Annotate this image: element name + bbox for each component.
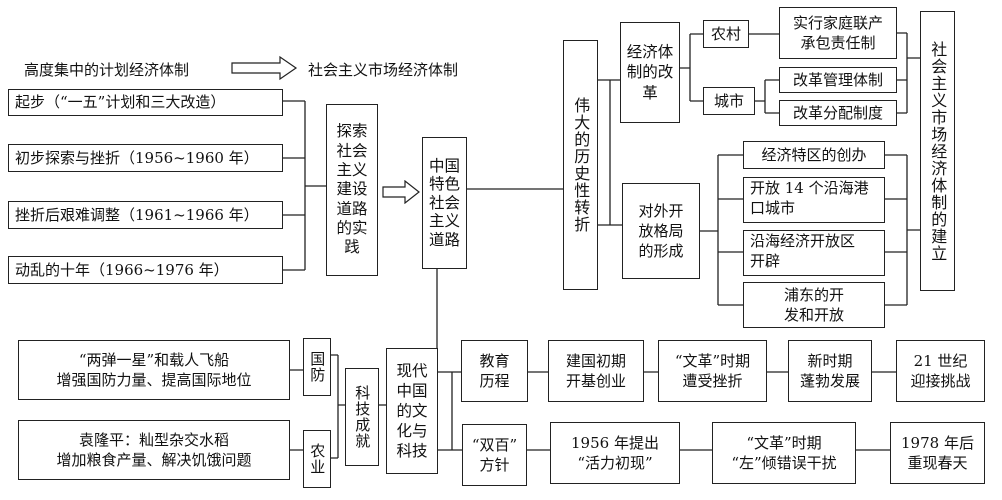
- hollow-arrow-icon: [231, 55, 298, 81]
- opening-line-2: 放格局: [638, 221, 684, 240]
- planned-economy-label: 高度集中的计划经济体制: [24, 61, 190, 79]
- rural-box: 农村: [703, 20, 749, 48]
- shuangbai-step-3-line-2: 重现春天: [907, 454, 968, 472]
- edu-step-4-line-2: 迎接挑战: [910, 372, 971, 390]
- edu-line-2: 历程: [479, 372, 510, 390]
- shuangbai-step-1-line-1: 1956 年提出: [571, 433, 659, 452]
- hollow-arrow-icon: [382, 180, 420, 204]
- edu-step-1: 建国初期 开基创业: [548, 340, 644, 402]
- culture-tech-text: 现代中国的文化与科技: [396, 361, 428, 461]
- edu-step-3-line-1: 新时期: [807, 351, 853, 370]
- shuangbai-step-2: “文革”时期 “左”倾错误干扰: [712, 422, 856, 484]
- edu-step-4-line-1: 21 世纪: [913, 351, 968, 370]
- edu-step-1-line-2: 开基创业: [565, 372, 626, 390]
- edu-step-2: “文革”时期 遭受挫折: [658, 340, 767, 402]
- shuangbai-step-3-line-1: 1978 年后: [901, 433, 974, 452]
- household-responsibility-box: 实行家庭联产 承包责任制: [779, 7, 897, 59]
- stage-box-1: 起步（“一五”计划和三大改造）: [8, 89, 283, 116]
- sci-achievement-box: 科技成就: [345, 368, 379, 466]
- management-reform-box: 改革管理体制: [779, 67, 897, 93]
- opening-line-1: 对外开: [638, 201, 684, 220]
- pudong-line-2: 发和开放: [783, 306, 844, 324]
- edu-step-2-line-1: “文革”时期: [674, 351, 751, 370]
- distribution-reform-box: 改革分配制度: [779, 100, 897, 126]
- rural-detail-line-2: 承包责任制: [800, 34, 876, 52]
- edu-step-3: 新时期 蓬勃发展: [788, 340, 872, 402]
- agriculture-detail-box: 袁隆平：籼型杂交水稻 增加粮食产量、解决饥饿问题: [18, 420, 290, 480]
- historic-turn-box: 伟大的历史性转折: [563, 40, 598, 290]
- shuangbai-step-2-line-2: “左”倾错误干扰: [731, 454, 837, 472]
- coastal-open-zone-box: 沿海经济开放区 开辟: [743, 230, 885, 276]
- coastal-ports-box: 开放 14 个沿海港 口城市: [743, 177, 885, 223]
- special-economic-zone-box: 经济特区的创办: [743, 141, 885, 169]
- edu-step-3-line-2: 蓬勃发展: [799, 372, 860, 390]
- shuangbai-box: “双百” 方针: [462, 424, 527, 486]
- shuangbai-step-2-line-1: “文革”时期: [746, 433, 822, 452]
- explore-text: 探索社会主义建设道路的实践: [336, 122, 368, 257]
- shuangbai-line-1: “双百”: [471, 435, 518, 454]
- coastal-zone-line-2: 开辟: [750, 252, 781, 271]
- stage-box-4: 动乱的十年（1966~1976 年）: [8, 256, 283, 284]
- defense-detail-box: “两弹一星”和载人飞船 增强国防力量、提高国际地位: [18, 340, 290, 400]
- coastal-zone-line-1: 沿海经济开放区: [750, 232, 856, 250]
- market-economy-label: 社会主义市场经济体制: [308, 61, 459, 79]
- urban-box: 城市: [703, 87, 755, 115]
- agriculture-box: 农业: [303, 430, 331, 488]
- opening-pattern-box: 对外开 放格局 的形成: [622, 183, 700, 279]
- rural-detail-line-1: 实行家庭联产: [792, 13, 883, 32]
- shuangbai-step-3: 1978 年后 重现春天: [890, 422, 985, 484]
- shuangbai-step-1: 1956 年提出 “活力初现”: [550, 422, 680, 484]
- pudong-line-1: 浦东的开: [783, 285, 844, 304]
- chinese-socialism-road-box: 中国特色社会主义道路: [422, 137, 467, 269]
- shuangbai-line-2: 方针: [479, 456, 510, 474]
- coastal-ports-line-2: 口城市: [750, 199, 796, 218]
- edu-step-4: 21 世纪 迎接挑战: [896, 340, 985, 402]
- pudong-box: 浦东的开 发和开放: [743, 282, 885, 328]
- defense-detail-line-2: 增强国防力量、提高国际地位: [56, 371, 252, 389]
- opening-line-3: 的形成: [638, 242, 684, 261]
- culture-tech-box: 现代中国的文化与科技: [386, 348, 438, 474]
- economic-reform-box: 经济体制的改革: [620, 22, 680, 123]
- edu-line-1: 教育: [479, 351, 510, 370]
- economic-reform-text: 经济体制的改革: [626, 43, 674, 102]
- explore-box: 探索社会主义建设道路的实践: [326, 104, 378, 276]
- coastal-ports-line-1: 开放 14 个沿海港: [750, 179, 869, 197]
- agri-detail-line-1: 袁隆平：籼型杂交水稻: [78, 430, 229, 449]
- stage-box-2: 初步探索与挫折（1956~1960 年）: [8, 144, 283, 172]
- defense-box: 国防: [303, 338, 331, 396]
- edu-step-2-line-2: 遭受挫折: [682, 372, 743, 390]
- edu-step-1-line-1: 建国初期: [565, 351, 626, 370]
- center-text: 中国特色社会主义道路: [428, 156, 460, 249]
- education-box: 教育 历程: [461, 340, 528, 402]
- stage-box-3: 挫折后艰难调整（1961~1966 年）: [8, 201, 283, 229]
- defense-detail-line-1: “两弹一星”和载人飞船: [78, 350, 230, 369]
- agri-detail-line-2: 增加粮食产量、解决饥饿问题: [56, 451, 252, 469]
- market-economy-established-box: 社会主义市场经济体制的建立: [920, 11, 955, 291]
- shuangbai-step-1-line-2: “活力初现”: [577, 454, 653, 472]
